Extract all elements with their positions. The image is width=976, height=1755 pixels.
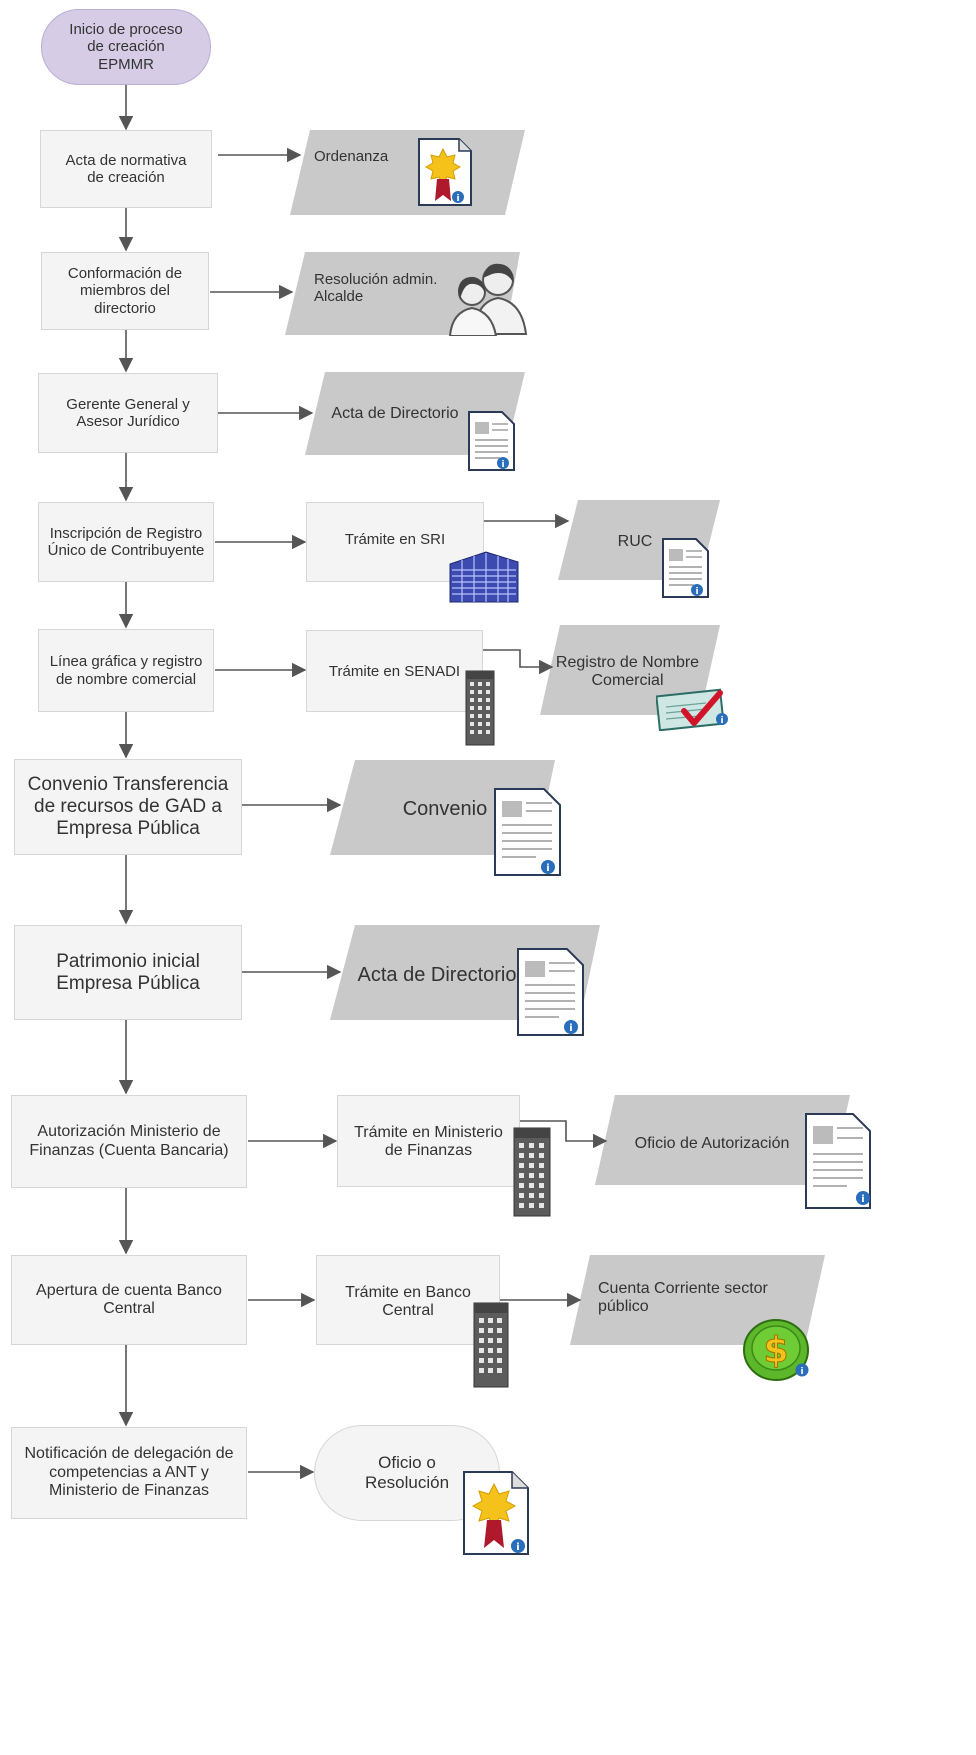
document-icon: i: [805, 1113, 871, 1209]
start-label: Inicio de proceso de creación EPMMR: [69, 21, 183, 73]
document-icon: i: [517, 948, 584, 1036]
info-icon: [511, 1539, 525, 1553]
step-label-5: Línea gráfica y registro de nombre comer…: [49, 653, 203, 688]
building-icon: [473, 1302, 509, 1388]
step-label-10: Notificación de delegación de competenci…: [24, 1445, 234, 1500]
people-icon: [448, 263, 528, 336]
info-icon: [541, 860, 555, 874]
step-label-2: Conformación de miembros del directorio: [67, 265, 183, 317]
info-icon: [564, 1020, 578, 1034]
svg-text:i: i: [695, 587, 698, 597]
document-icon: i: [662, 538, 709, 598]
step-label-7: Patrimonio inicial Empresa Pública: [56, 950, 200, 994]
process-label-finanzas: Trámite en Ministerio de Finanzas: [354, 1124, 503, 1160]
process-label-sri: Trámite en SRI: [344, 531, 446, 548]
step-box-4: Inscripción de Registro Único de Contrib…: [38, 502, 214, 582]
output-label-resolucion: Resolución admin. Alcalde: [314, 270, 438, 305]
output-label-ordenanza: Ordenanza: [314, 148, 389, 166]
output-shape-oficio-autorizacion: [595, 1095, 850, 1185]
process-label-banco: Trámite en Banco Central: [345, 1284, 471, 1320]
step-box-3: Gerente General y Asesor Jurídico: [38, 373, 218, 453]
svg-text:i: i: [456, 194, 459, 204]
output-label-acta-1: Acta de Directorio: [331, 404, 459, 422]
process-box-banco: Trámite en Banco Central: [316, 1255, 500, 1345]
step-label-4: Inscripción de Registro Único de Contrib…: [47, 524, 205, 559]
output-label-oficio-autorizacion: Oficio de Autorización: [634, 1134, 790, 1152]
step-box-6: Convenio Transferencia de recursos de GA…: [14, 759, 242, 855]
svg-text:i: i: [861, 1194, 864, 1205]
data-shapes: [285, 130, 850, 1345]
connectors: [118, 85, 608, 1480]
dollar-coin-icon: $ i: [743, 1319, 809, 1381]
certificate-icon: i: [418, 138, 472, 206]
skyscraper-icon: [449, 551, 519, 603]
step-box-10: Notificación de delegación de competenci…: [11, 1427, 247, 1519]
svg-text:i: i: [720, 716, 723, 726]
svg-text:i: i: [569, 1023, 572, 1034]
output-label-registro: Registro de Nombre Comercial: [555, 653, 700, 689]
building-icon: [513, 1127, 551, 1217]
output-shape-ordenanza: [290, 130, 525, 215]
step-label-6: Convenio Transferencia de recursos de GA…: [27, 774, 229, 839]
step-label-1: Acta de normativa de creación: [65, 151, 187, 186]
step-box-8: Autorización Ministerio de Finanzas (Cue…: [11, 1095, 247, 1188]
step-label-3: Gerente General y Asesor Jurídico: [66, 395, 190, 430]
document-icon: i: [468, 411, 515, 471]
info-icon: [795, 1363, 809, 1377]
svg-text:i: i: [546, 863, 549, 874]
building-icon: [465, 670, 495, 746]
document-icon: i: [494, 788, 561, 876]
start-node: Inicio de proceso de creación EPMMR: [41, 9, 211, 85]
info-icon: [497, 457, 509, 469]
step-box-1: Acta de normativa de creación: [40, 130, 212, 208]
svg-text:$: $: [763, 1330, 788, 1371]
step-label-9: Apertura de cuenta Banco Central: [36, 1281, 222, 1317]
output-label-ruc: RUC: [617, 532, 653, 550]
process-box-senadi: Trámite en SENADI: [306, 630, 483, 712]
step-box-7: Patrimonio inicial Empresa Pública: [14, 925, 242, 1020]
step-box-2: Conformación de miembros del directorio: [41, 252, 209, 330]
output-label-cuenta: Cuenta Corriente sector público: [598, 1279, 768, 1315]
svg-text:i: i: [516, 1542, 519, 1553]
process-box-finanzas: Trámite en Ministerio de Finanzas: [337, 1095, 520, 1187]
output-label-acta-2: Acta de Directorio: [357, 963, 517, 986]
step-label-8: Autorización Ministerio de Finanzas (Cue…: [29, 1123, 229, 1159]
svg-text:i: i: [501, 460, 504, 470]
certificate-icon: i: [463, 1471, 529, 1555]
svg-text:i: i: [800, 1367, 803, 1377]
end-label: Oficio o Resolución: [364, 1453, 450, 1492]
output-shape-registro: [540, 625, 720, 715]
process-label-senadi: Trámite en SENADI: [328, 663, 461, 680]
check-card-icon: i: [656, 688, 728, 731]
info-icon: [856, 1191, 870, 1205]
info-icon: [452, 191, 464, 203]
step-box-9: Apertura de cuenta Banco Central: [11, 1255, 247, 1345]
output-label-convenio: Convenio: [402, 797, 488, 820]
info-icon: [716, 713, 728, 725]
step-box-5: Línea gráfica y registro de nombre comer…: [38, 629, 214, 712]
info-icon: [691, 584, 703, 596]
